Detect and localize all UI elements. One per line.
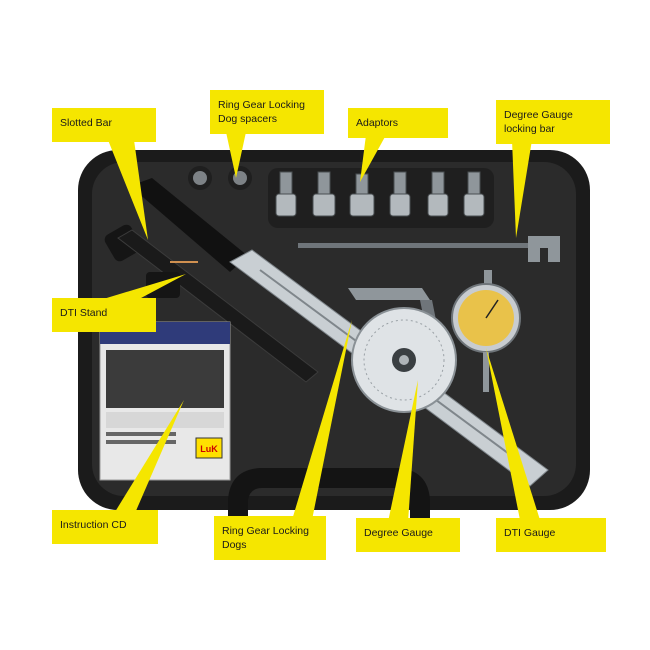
callout-ring-gear-spacers: Ring Gear Locking Dog spacers [210, 90, 324, 134]
dti-stand-tool [104, 224, 319, 383]
callout-adaptors: Adaptors [348, 108, 448, 138]
cd-logo: LuK [200, 444, 218, 454]
dti-gauge-tool [451, 270, 521, 392]
callout-dti-stand: DTI Stand [52, 298, 156, 332]
callout-slotted-bar: Slotted Bar [52, 108, 156, 142]
callout-degree-gauge-locking-bar: Degree Gauge locking bar [496, 100, 610, 144]
callout-instruction-cd: Instruction CD [52, 510, 158, 544]
spacer-rings [188, 166, 252, 190]
callout-pointers [100, 132, 540, 522]
callout-dti-gauge: DTI Gauge [496, 518, 606, 552]
adaptor-set [268, 168, 494, 228]
degree-gauge-tool [351, 307, 457, 413]
locking-bar [298, 236, 560, 262]
instruction-booklet: LuK [99, 321, 231, 481]
callout-ring-gear-dogs: Ring Gear Locking Dogs [214, 516, 326, 560]
callout-degree-gauge: Degree Gauge [356, 518, 460, 552]
